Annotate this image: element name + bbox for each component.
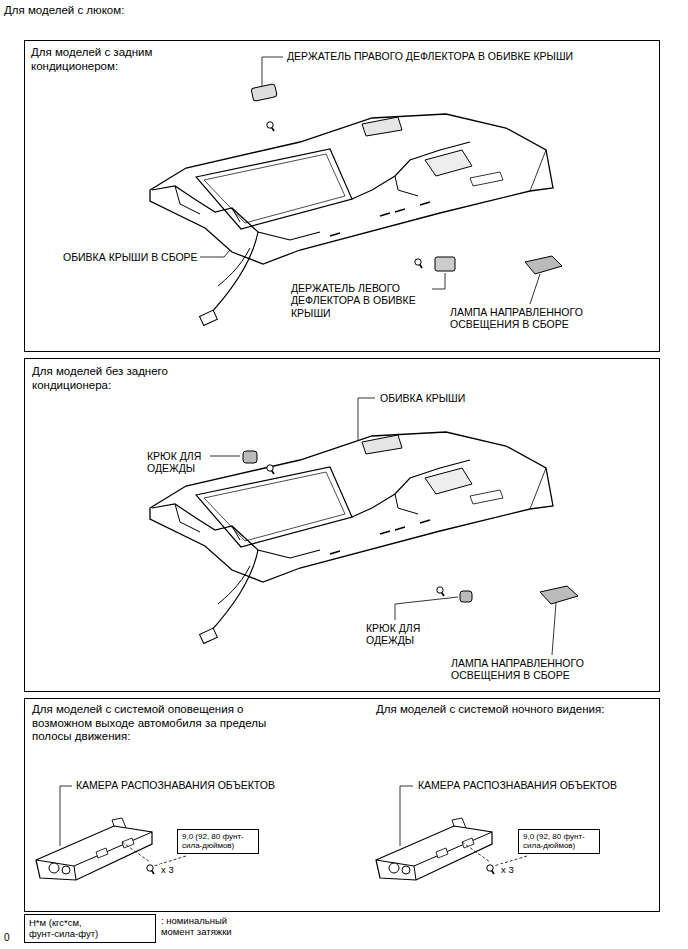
part-label: КРЮК ДЛЯ ОДЕЖДЫ: [365, 622, 429, 647]
panel-heading: Для моделей без заднего кондиционера:: [32, 365, 192, 392]
torque-box: 9,0 (92, 80 фунт-сила-дюймов): [177, 829, 259, 854]
variant-panel: Для моделей без заднего кондиционера:: [24, 358, 660, 692]
page-title: Для моделей с люком:: [4, 4, 124, 18]
figure-id: 0: [3, 932, 11, 944]
part-label: ОБИВКА КРЫШИ В СБОРЕ: [62, 251, 199, 263]
variant-panel: Для моделей с системой оповещения о возм…: [24, 698, 660, 912]
unit-legend: Н*м (кгс*см, фунт-сила-фут): [29, 917, 103, 939]
part-label: ДЕРЖАТЕЛЬ ПРАВОГО ДЕФЛЕКТОРА В ОБИВКЕ КР…: [286, 50, 574, 62]
part-label: КАМЕРА РАСПОЗНАВАНИЯ ОБЪЕКТОВ: [417, 779, 618, 791]
torque-value: 9,0 (92, 80 фунт-сила-дюймов): [182, 832, 254, 851]
panel-heading: Для моделей с задним кондиционером:: [31, 46, 191, 73]
quantity-label: x 3: [160, 864, 175, 875]
part-label: ЛАМПА НАПРАВЛЕННОГО ОСВЕЩЕНИЯ В СБОРЕ: [450, 657, 602, 682]
torque-value: 9,0 (92, 80 фунт-сила-дюймов): [523, 832, 595, 851]
panel-heading: Для моделей с системой ночного видения:: [376, 703, 651, 717]
legend-note: : номинальный момент затяжки: [160, 915, 250, 937]
part-label: КРЮК ДЛЯ ОДЕЖДЫ: [146, 450, 210, 475]
panel-heading: Для моделей с системой оповещения о возм…: [32, 703, 272, 744]
legend-box: Н*м (кгс*см, фунт-сила-фут): [24, 914, 156, 943]
part-label: ОБИВКА КРЫШИ: [379, 392, 466, 404]
part-label: ДЕРЖАТЕЛЬ ЛЕВОГО ДЕФЛЕКТОРА В ОБИВКЕ КРЫ…: [290, 282, 432, 319]
part-label: КАМЕРА РАСПОЗНАВАНИЯ ОБЪЕКТОВ: [75, 779, 276, 791]
torque-box: 9,0 (92, 80 фунт-сила-дюймов): [518, 829, 600, 854]
quantity-label: x 3: [500, 864, 515, 875]
part-label: ЛАМПА НАПРАВЛЕННОГО ОСВЕЩЕНИЯ В СБОРЕ: [449, 306, 601, 331]
